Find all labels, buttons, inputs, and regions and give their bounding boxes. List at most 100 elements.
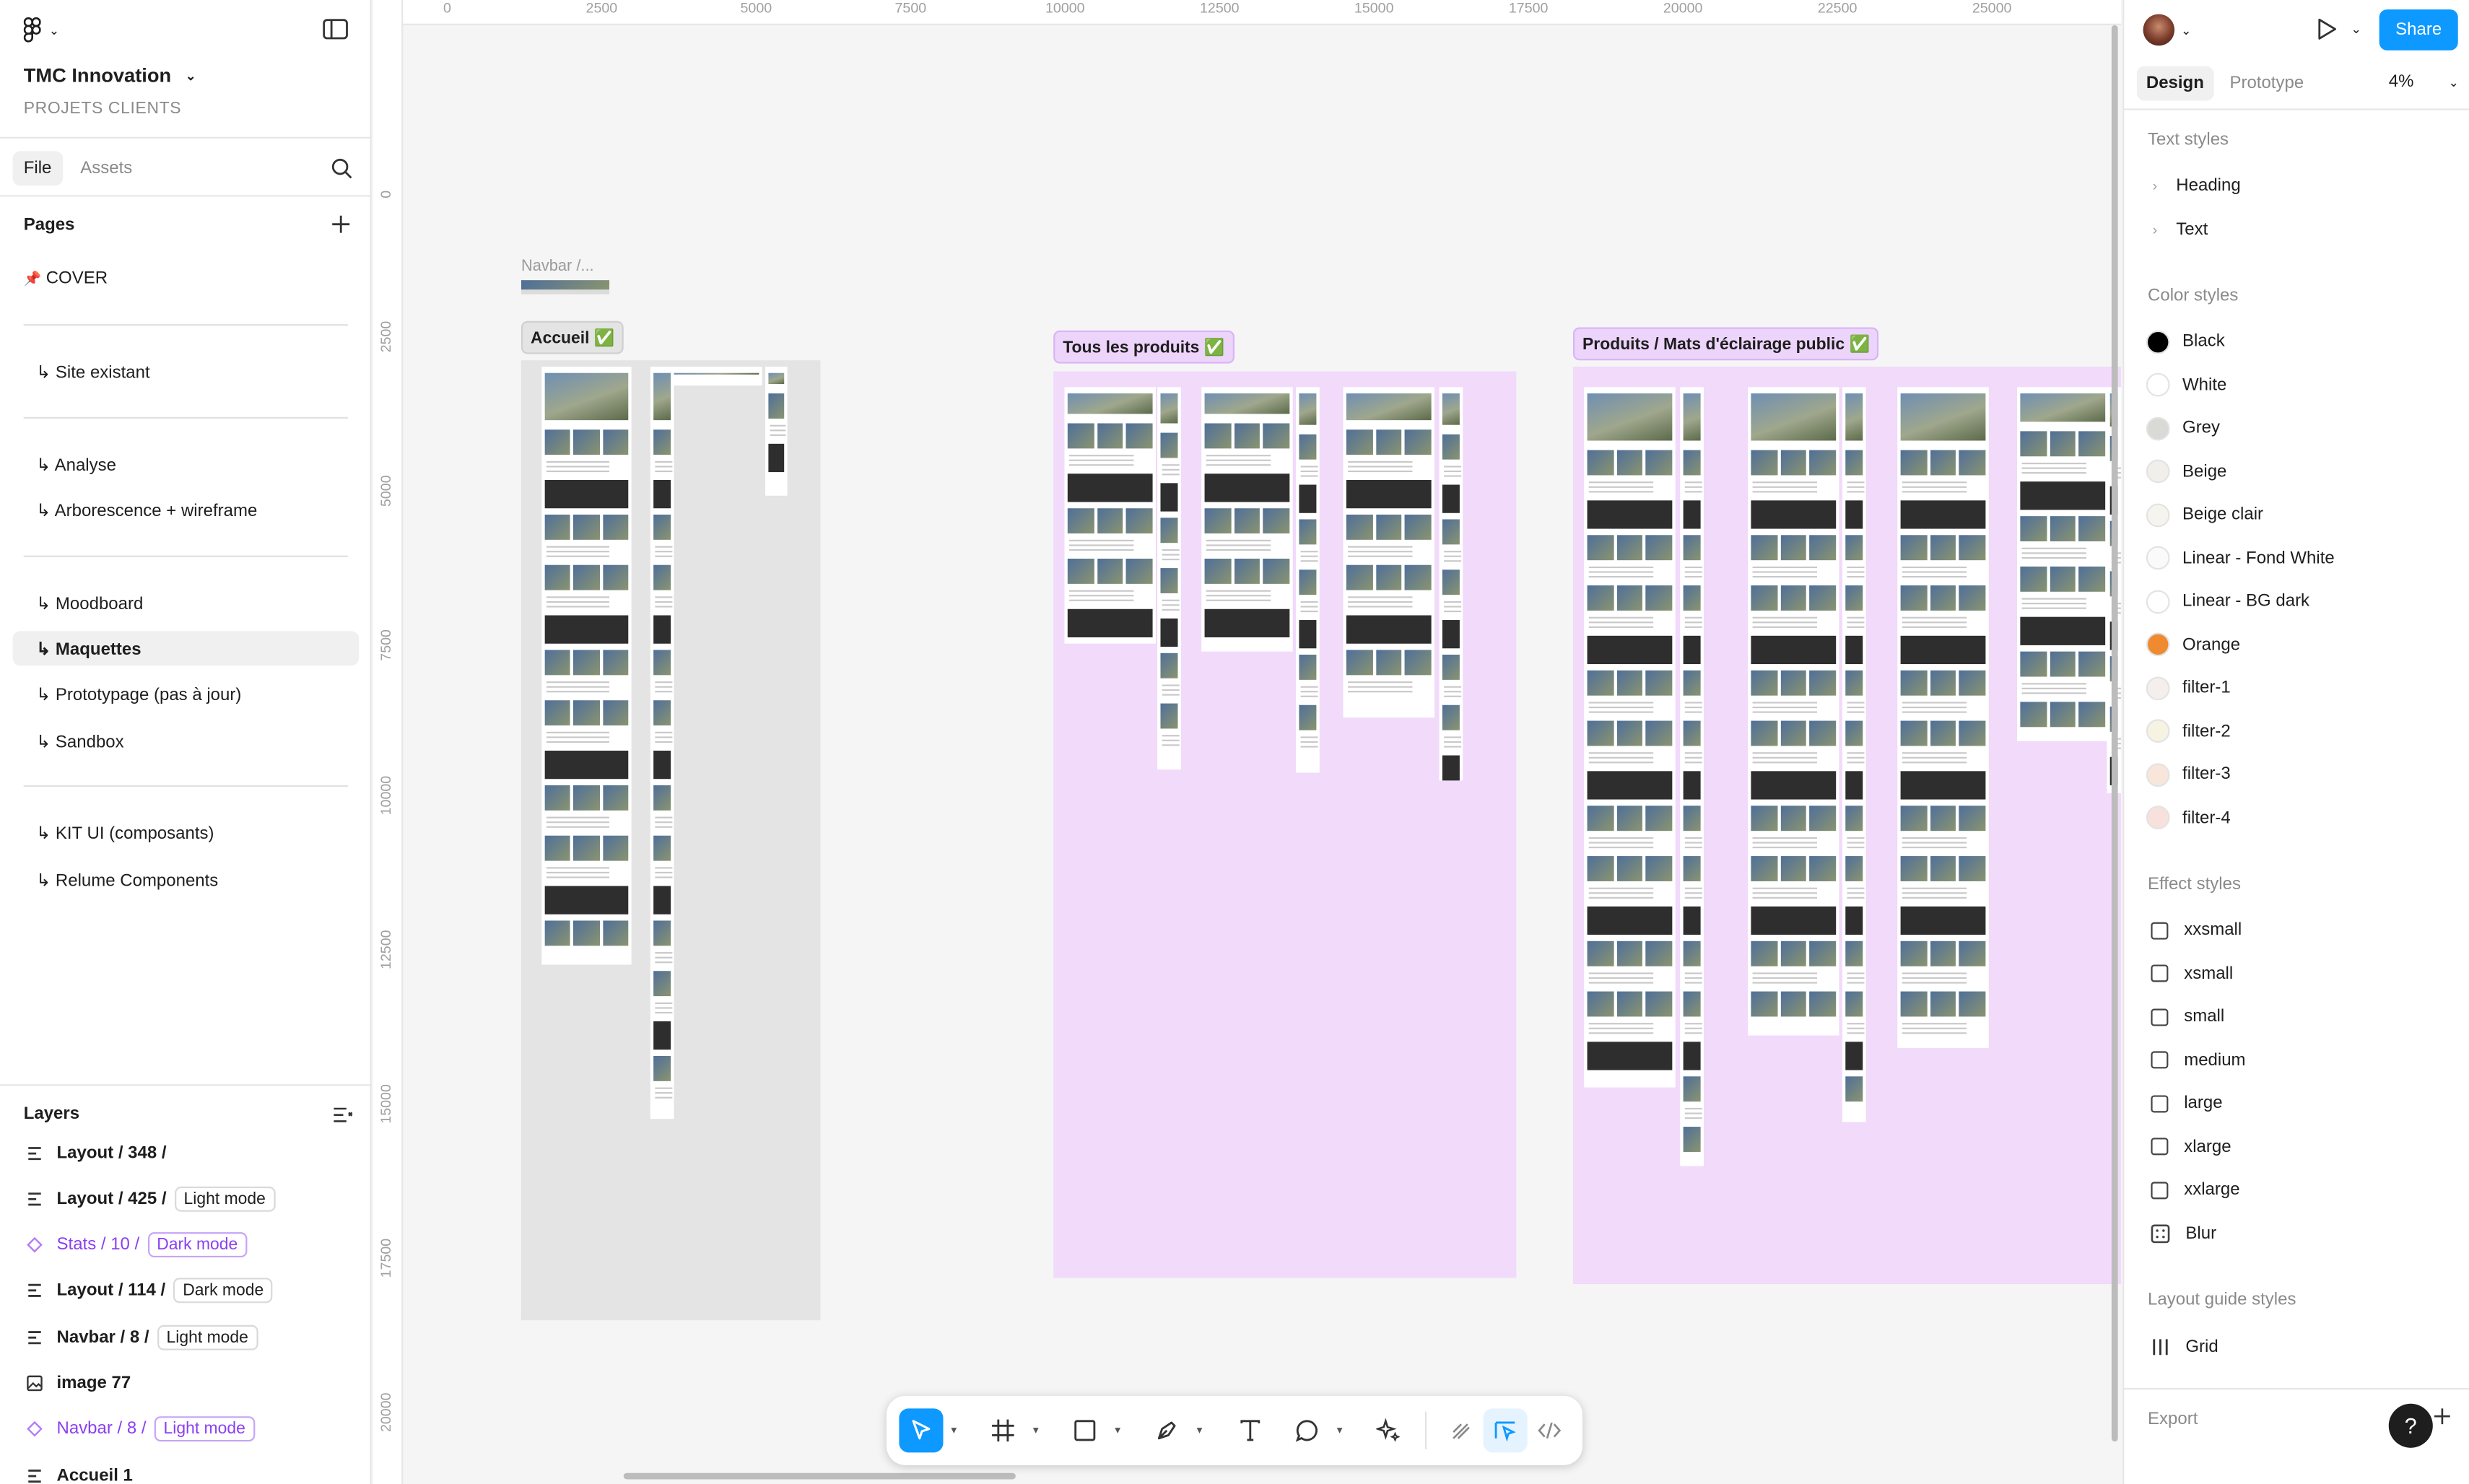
chevron-down-icon[interactable]: ▾ (1196, 1426, 1203, 1437)
share-button[interactable]: Share (2379, 9, 2458, 51)
add-page-button[interactable] (331, 214, 351, 235)
chevron-down-icon[interactable]: ▾ (1032, 1426, 1039, 1437)
color-style-item[interactable]: filter-3 (2146, 759, 2461, 790)
actions-button[interactable] (1367, 1408, 1411, 1452)
color-style-item[interactable]: Beige clair (2146, 499, 2461, 531)
zoom-menu[interactable]: 4% ⌄ (2389, 72, 2459, 91)
effect-style-item[interactable]: small (2146, 1001, 2461, 1033)
add-export-button[interactable] (2433, 1407, 2452, 1426)
mockup-frame[interactable] (1157, 387, 1181, 770)
mockup-frame[interactable] (1897, 387, 1989, 1049)
layer-row[interactable]: Layout / 425 /Light mode (0, 1176, 372, 1221)
color-style-item[interactable]: Linear - BG dark (2146, 585, 2461, 617)
project-name[interactable]: PROJETS CLIENTS (23, 99, 182, 118)
text-style-item[interactable]: ›Text (2146, 214, 2461, 246)
mockup-frame[interactable] (765, 367, 788, 496)
mockup-frame[interactable] (1680, 387, 1704, 1166)
page-item-relume[interactable]: ↳ Relume Components (36, 870, 219, 890)
tab-assets[interactable]: Assets (80, 159, 133, 178)
comment-tool-button[interactable] (1285, 1408, 1329, 1452)
page-item-moodboard[interactable]: ↳ Moodboard (36, 594, 144, 614)
section-label-accueil[interactable]: Accueil ✅ (521, 320, 624, 354)
chevron-down-icon[interactable]: ▾ (1336, 1426, 1343, 1437)
color-style-item[interactable]: Beige (2146, 455, 2461, 487)
layer-row[interactable]: Navbar / 8 /Light mode (0, 1407, 372, 1452)
color-style-item[interactable]: Grey (2146, 412, 2461, 444)
effect-style-item[interactable]: xlarge (2146, 1131, 2461, 1163)
mockup-frame[interactable] (1296, 387, 1320, 773)
page-item-arborescence[interactable]: ↳ Arborescence + wireframe (36, 501, 258, 520)
thumbnail (1299, 433, 1317, 459)
file-name[interactable]: TMC Innovation ⌄ (24, 64, 196, 87)
horizontal-scrollbar[interactable] (623, 1472, 1016, 1480)
page-item-kit-ui[interactable]: ↳ KIT UI (composants) (36, 824, 214, 843)
color-style-item[interactable]: filter-2 (2146, 715, 2461, 747)
color-style-item[interactable]: filter-4 (2146, 802, 2461, 834)
effect-style-item[interactable]: Blur (2146, 1217, 2461, 1249)
mockup-frame[interactable] (2017, 387, 2109, 741)
page-item-cover[interactable]: 📌 COVER (12, 261, 359, 296)
help-button[interactable]: ? (2388, 1403, 2433, 1448)
mockup-frame[interactable] (671, 367, 762, 386)
mockup-frame[interactable] (1064, 387, 1156, 644)
search-button[interactable] (331, 157, 353, 180)
page-item-prototypage[interactable]: ↳ Prototypage (pas à jour) (36, 685, 242, 704)
effect-style-item[interactable]: xxlarge (2146, 1174, 2461, 1205)
mockup-frame[interactable] (1584, 387, 1676, 1088)
user-menu[interactable]: ⌄ (2143, 14, 2191, 46)
section-label-produits-mats[interactable]: Produits / Mats d'éclairage public ✅ (1572, 327, 1880, 361)
layer-row[interactable]: Navbar / 8 /Light mode (0, 1314, 372, 1360)
frame-tool-button[interactable] (981, 1408, 1025, 1452)
export-heading[interactable]: Export (2148, 1410, 2198, 1429)
vertical-scrollbar[interactable] (2111, 25, 2118, 1442)
mockup-frame[interactable] (650, 367, 674, 1119)
toggle-sidebar-button[interactable] (323, 19, 348, 40)
main-menu-button[interactable]: ⌄ (23, 17, 59, 43)
navbar-frame-label[interactable]: Navbar /... (521, 258, 594, 276)
mockup-frame[interactable] (1842, 387, 1866, 1122)
layer-row[interactable]: Layout / 114 /Dark mode (0, 1268, 372, 1314)
layer-row[interactable]: Stats / 10 /Dark mode (0, 1222, 372, 1267)
text-style-item[interactable]: ›Heading (2146, 170, 2461, 201)
page-item-maquettes[interactable]: ↳ Maquettes (12, 631, 360, 666)
mockup-frame[interactable] (1748, 387, 1839, 1036)
page-item-analyse[interactable]: ↳ Analyse (36, 455, 116, 475)
move-tool-button[interactable] (899, 1408, 944, 1453)
page-item-site-existant[interactable]: ↳ Site existant (36, 362, 150, 382)
mockup-frame[interactable] (1439, 387, 1463, 781)
color-style-item[interactable]: Orange (2146, 629, 2461, 660)
effect-style-item[interactable]: large (2146, 1088, 2461, 1119)
shape-tool-button[interactable] (1063, 1408, 1107, 1452)
layers-options-button[interactable] (332, 1107, 353, 1124)
tab-file[interactable]: File (12, 151, 63, 186)
color-style-item[interactable]: filter-1 (2146, 672, 2461, 704)
mockup-frame[interactable] (1201, 387, 1293, 652)
chevron-down-icon[interactable]: ▾ (951, 1426, 957, 1437)
layout-guide-style-grid[interactable]: Grid (2146, 1332, 2461, 1363)
effect-style-item[interactable]: medium (2146, 1044, 2461, 1076)
color-style-item[interactable]: Black (2146, 326, 2461, 357)
navbar-frame[interactable] (521, 280, 610, 294)
effect-style-item[interactable]: xsmall (2146, 958, 2461, 990)
mockup-frame[interactable] (541, 367, 632, 965)
text-line (546, 461, 609, 463)
draw-mode-button[interactable] (1440, 1408, 1484, 1452)
color-style-item[interactable]: White (2146, 369, 2461, 401)
layer-row[interactable]: Layout / 348 / (0, 1130, 372, 1175)
section-label-tous-les-produits[interactable]: Tous les produits ✅ (1053, 330, 1234, 364)
color-style-item[interactable]: Linear - Fond White (2146, 542, 2461, 574)
design-mode-button[interactable] (1483, 1408, 1528, 1453)
present-button[interactable]: ⌄ (2316, 17, 2361, 41)
dev-mode-button[interactable] (1528, 1408, 1572, 1452)
pen-tool-button[interactable] (1145, 1408, 1189, 1452)
tab-prototype[interactable]: Prototype (2229, 74, 2304, 93)
text-tool-button[interactable] (1228, 1408, 1272, 1452)
page-item-sandbox[interactable]: ↳ Sandbox (36, 732, 124, 752)
mockup-frame[interactable] (1343, 387, 1435, 718)
chevron-down-icon[interactable]: ▾ (1115, 1426, 1120, 1437)
effect-style-item[interactable]: xxsmall (2146, 915, 2461, 946)
tab-design[interactable]: Design (2136, 66, 2213, 101)
layer-row[interactable]: Accueil 1 (0, 1453, 372, 1484)
layer-row[interactable]: image 77 (0, 1361, 372, 1406)
